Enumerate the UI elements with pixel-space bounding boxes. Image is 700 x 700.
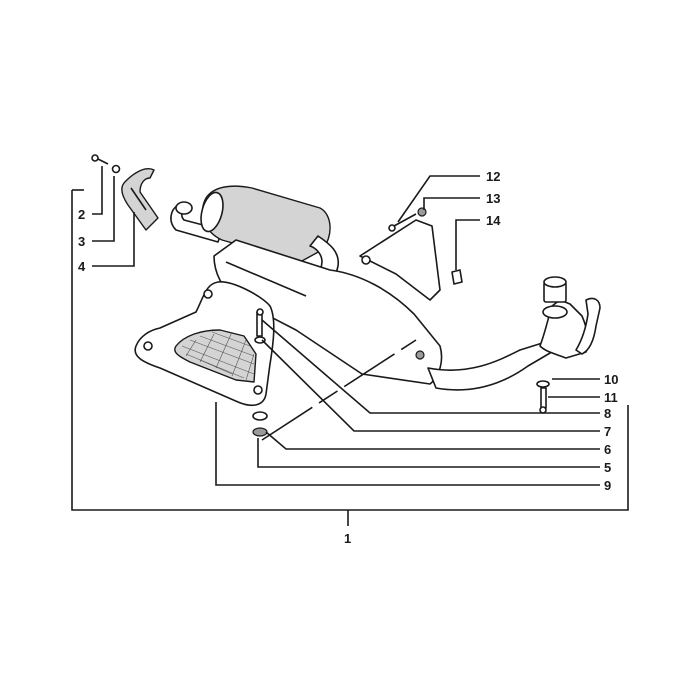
callout-12: 12 bbox=[486, 169, 500, 184]
callout-11: 11 bbox=[604, 390, 618, 405]
alignment-lines bbox=[261, 339, 417, 441]
bracket-12-13-14 bbox=[359, 207, 463, 301]
callout-8: 8 bbox=[604, 406, 611, 421]
callout-5: 5 bbox=[604, 460, 611, 475]
callout-3: 3 bbox=[78, 234, 85, 249]
callout-10: 10 bbox=[604, 372, 618, 387]
callout-9: 9 bbox=[604, 478, 611, 493]
bolt-stack bbox=[252, 308, 268, 437]
callout-labels: 1 2 3 4 5 6 7 8 9 10 11 12 13 14 bbox=[78, 169, 618, 546]
exhaust-header-pipe bbox=[427, 276, 601, 391]
heat-shield-clip bbox=[121, 168, 159, 231]
grille-guard bbox=[134, 281, 275, 407]
screw-2 bbox=[91, 154, 109, 165]
callout-4: 4 bbox=[78, 259, 86, 274]
callout-7: 7 bbox=[604, 424, 611, 439]
bolt-stack-right bbox=[536, 380, 550, 414]
washer-3 bbox=[111, 164, 121, 174]
grille-mesh bbox=[181, 331, 255, 381]
callout-6: 6 bbox=[604, 442, 611, 457]
callout-1: 1 bbox=[344, 531, 351, 546]
callout-14: 14 bbox=[486, 213, 501, 228]
callout-13: 13 bbox=[486, 191, 500, 206]
leader-lines bbox=[71, 166, 629, 526]
callout-2: 2 bbox=[78, 207, 85, 222]
